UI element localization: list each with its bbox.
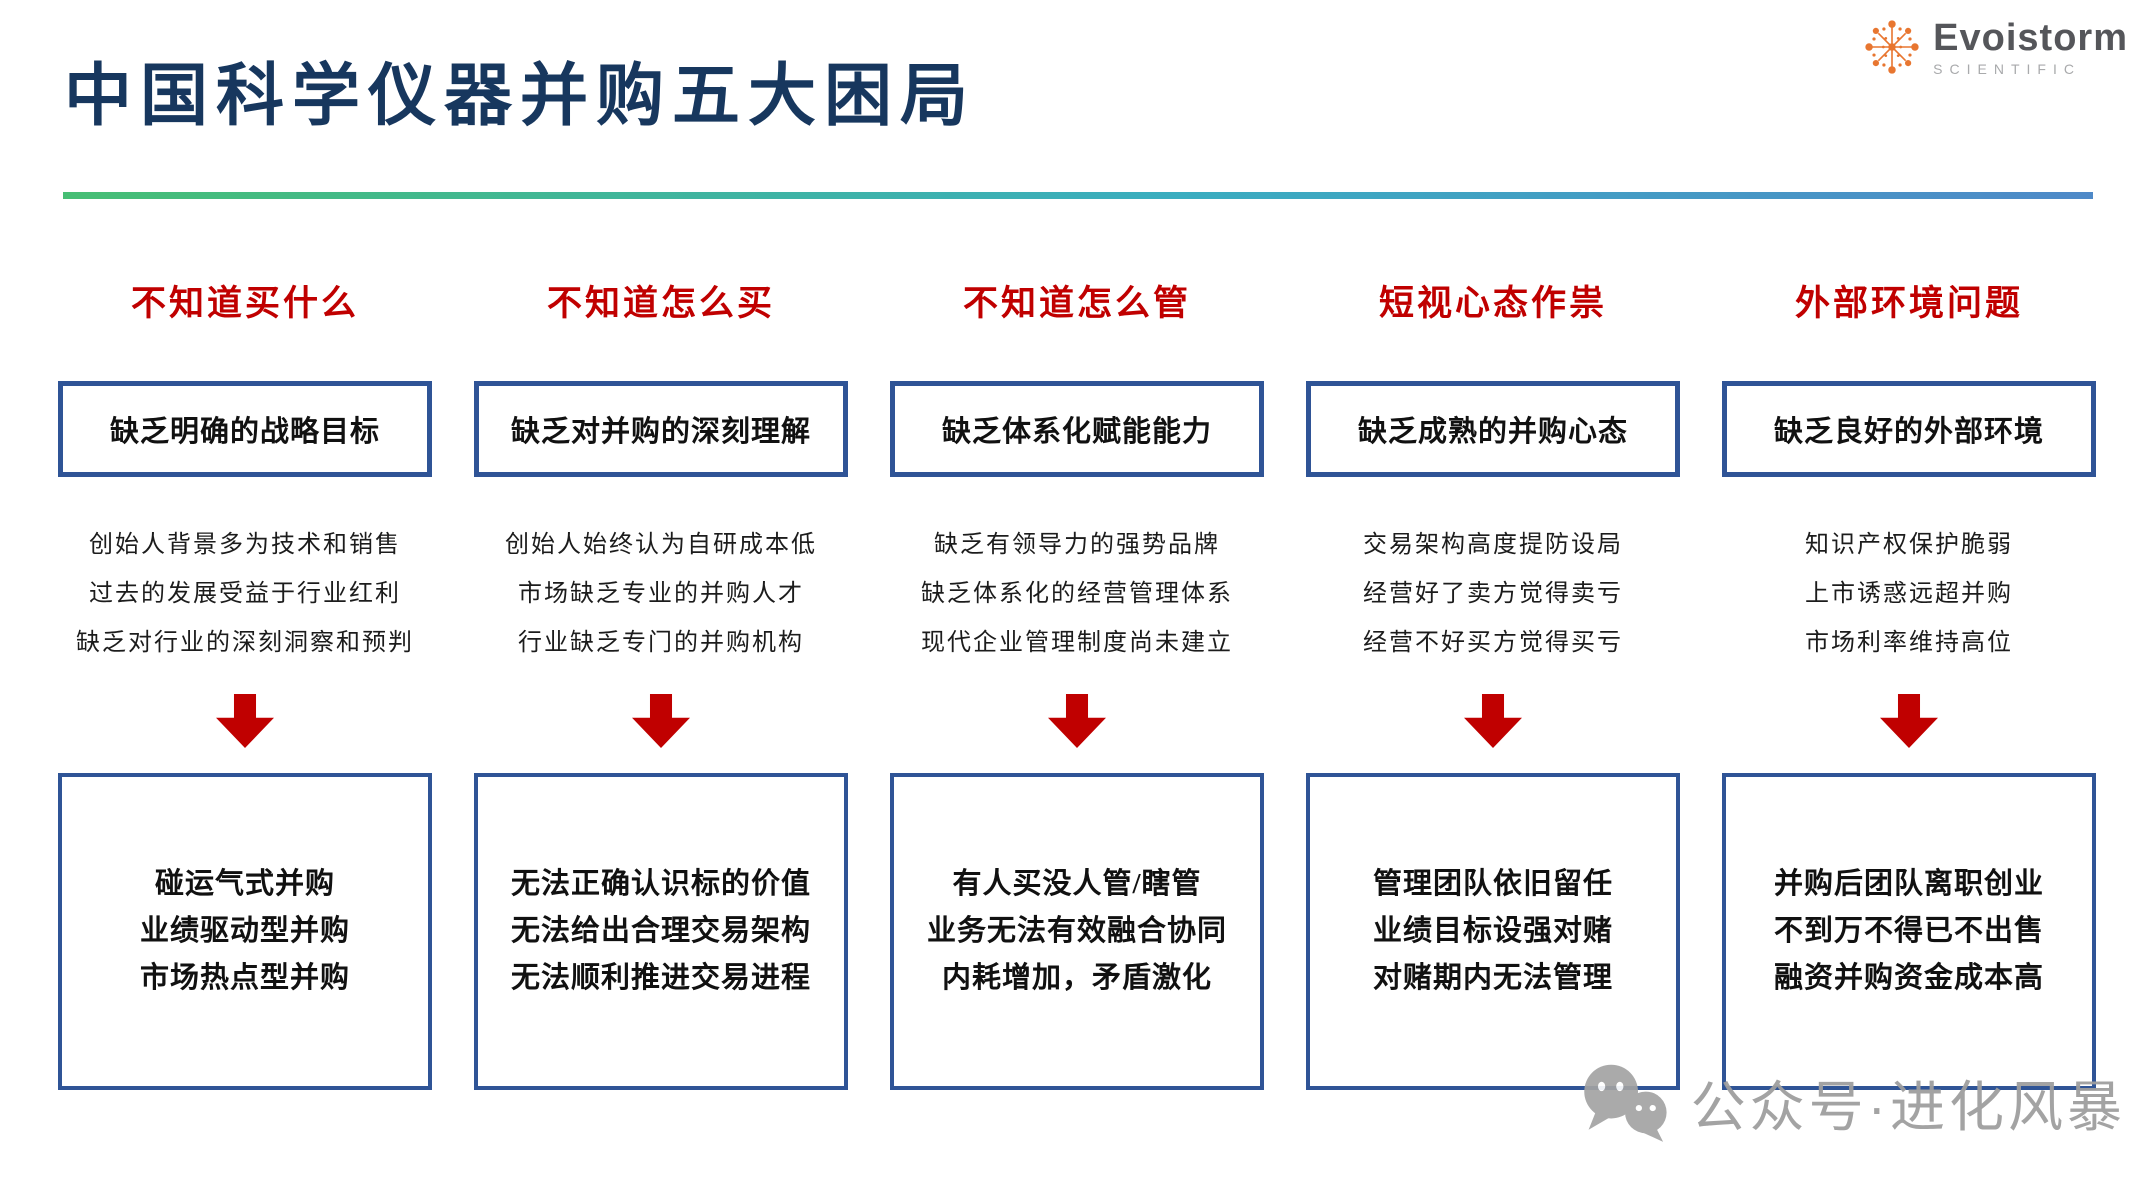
column-header: 不知道怎么管 — [962, 284, 1191, 323]
arrow-down-icon — [632, 694, 690, 748]
outcome-line: 融资并购资金成本高 — [1773, 962, 2044, 994]
outcome-line: 无法顺利推进交易进程 — [510, 962, 811, 994]
cause-line: 经营好了卖方觉得卖亏 — [1363, 581, 1623, 607]
logo-name: Evoistorm — [1933, 16, 2128, 59]
causes-list: 缺乏有领导力的强势品牌 缺乏体系化的经营管理体系 现代企业管理制度尚未建立 — [921, 521, 1233, 668]
cause-line: 交易架构高度提防设局 — [1363, 532, 1623, 558]
arrow-down-icon — [216, 694, 274, 748]
column-2: 不知道怎么买 缺乏对并购的深刻理解 创始人始终认为自研成本低 市场缺乏专业的并购… — [474, 283, 848, 1090]
columns-grid: 不知道买什么 缺乏明确的战略目标 创始人背景多为技术和销售 过去的发展受益于行业… — [58, 283, 2096, 1090]
outcome-line: 内耗增加，矛盾激化 — [941, 962, 1212, 994]
outcome-box: 碰运气式并购 业绩驱动型并购 市场热点型并购 — [58, 773, 432, 1090]
column-3: 不知道怎么管 缺乏体系化赋能能力 缺乏有领导力的强势品牌 缺乏体系化的经营管理体… — [890, 283, 1264, 1090]
outcome-line: 对赌期内无法管理 — [1372, 962, 1613, 994]
outcome-line: 无法给出合理交易架构 — [510, 915, 811, 947]
outcome-line: 业务无法有效融合协同 — [926, 915, 1227, 947]
problem-box: 缺乏体系化赋能能力 — [890, 381, 1264, 477]
starburst-icon — [1865, 20, 1919, 74]
column-header: 外部环境问题 — [1794, 284, 2023, 323]
problem-box: 缺乏成熟的并购心态 — [1306, 381, 1680, 477]
outcome-box: 有人买没人管/瞎管 业务无法有效融合协同 内耗增加，矛盾激化 — [890, 773, 1264, 1090]
logo: Evoistorm SCIENTIFIC — [1861, 16, 2128, 78]
cause-line: 创始人始终认为自研成本低 — [505, 532, 817, 558]
column-1: 不知道买什么 缺乏明确的战略目标 创始人背景多为技术和销售 过去的发展受益于行业… — [58, 283, 432, 1090]
outcome-line: 业绩驱动型并购 — [139, 915, 350, 947]
cause-line: 缺乏对行业的深刻洞察和预判 — [76, 630, 414, 656]
cause-line: 上市诱惑远超并购 — [1805, 581, 2013, 607]
cause-line: 行业缺乏专门的并购机构 — [518, 630, 804, 656]
cause-line: 缺乏体系化的经营管理体系 — [921, 581, 1233, 607]
title-divider — [63, 192, 2093, 199]
column-4: 短视心态作祟 缺乏成熟的并购心态 交易架构高度提防设局 经营好了卖方觉得卖亏 经… — [1306, 283, 1680, 1090]
causes-list: 交易架构高度提防设局 经营好了卖方觉得卖亏 经营不好买方觉得买亏 — [1363, 521, 1623, 668]
problem-box: 缺乏明确的战略目标 — [58, 381, 432, 477]
problem-box: 缺乏良好的外部环境 — [1722, 381, 2096, 477]
outcome-line: 管理团队依旧留任 — [1372, 868, 1613, 900]
cause-line: 市场缺乏专业的并购人才 — [518, 581, 804, 607]
column-header: 短视心态作祟 — [1378, 284, 1607, 323]
column-5: 外部环境问题 缺乏良好的外部环境 知识产权保护脆弱 上市诱惑远超并购 市场利率维… — [1722, 283, 2096, 1090]
causes-list: 知识产权保护脆弱 上市诱惑远超并购 市场利率维持高位 — [1805, 521, 2013, 668]
column-header: 不知道买什么 — [130, 284, 359, 323]
watermark-text: 公众号·进化风暴 — [1690, 1076, 2126, 1138]
causes-list: 创始人始终认为自研成本低 市场缺乏专业的并购人才 行业缺乏专门的并购机构 — [505, 521, 817, 668]
column-header: 不知道怎么买 — [546, 284, 775, 323]
outcome-line: 碰运气式并购 — [154, 868, 335, 900]
logo-subtitle: SCIENTIFIC — [1933, 60, 2081, 77]
outcome-line: 无法正确认识标的价值 — [510, 868, 811, 900]
cause-line: 过去的发展受益于行业红利 — [89, 581, 401, 607]
outcome-line: 市场热点型并购 — [139, 962, 350, 994]
outcome-line: 有人买没人管/瞎管 — [952, 868, 1202, 900]
causes-list: 创始人背景多为技术和销售 过去的发展受益于行业红利 缺乏对行业的深刻洞察和预判 — [76, 521, 414, 668]
cause-line: 创始人背景多为技术和销售 — [89, 532, 401, 558]
outcome-line: 业绩目标设强对赌 — [1372, 915, 1613, 947]
cause-line: 缺乏有领导力的强势品牌 — [934, 532, 1220, 558]
cause-line: 市场利率维持高位 — [1805, 630, 2013, 656]
watermark: 公众号·进化风暴 — [1573, 1058, 2126, 1146]
arrow-down-icon — [1464, 694, 1522, 748]
outcome-box: 无法正确认识标的价值 无法给出合理交易架构 无法顺利推进交易进程 — [474, 773, 848, 1090]
arrow-down-icon — [1048, 694, 1106, 748]
arrow-down-icon — [1880, 694, 1938, 748]
outcome-box: 并购后团队离职创业 不到万不得已不出售 融资并购资金成本高 — [1722, 773, 2096, 1090]
page-title: 中国科学仪器并购五大困局 — [64, 58, 977, 134]
outcome-box: 管理团队依旧留任 业绩目标设强对赌 对赌期内无法管理 — [1306, 773, 1680, 1090]
cause-line: 知识产权保护脆弱 — [1805, 532, 2013, 558]
problem-box: 缺乏对并购的深刻理解 — [474, 381, 848, 477]
outcome-line: 不到万不得已不出售 — [1773, 915, 2044, 947]
wechat-icon — [1583, 1064, 1667, 1142]
outcome-line: 并购后团队离职创业 — [1773, 868, 2044, 900]
cause-line: 经营不好买方觉得买亏 — [1363, 630, 1623, 656]
cause-line: 现代企业管理制度尚未建立 — [921, 630, 1233, 656]
